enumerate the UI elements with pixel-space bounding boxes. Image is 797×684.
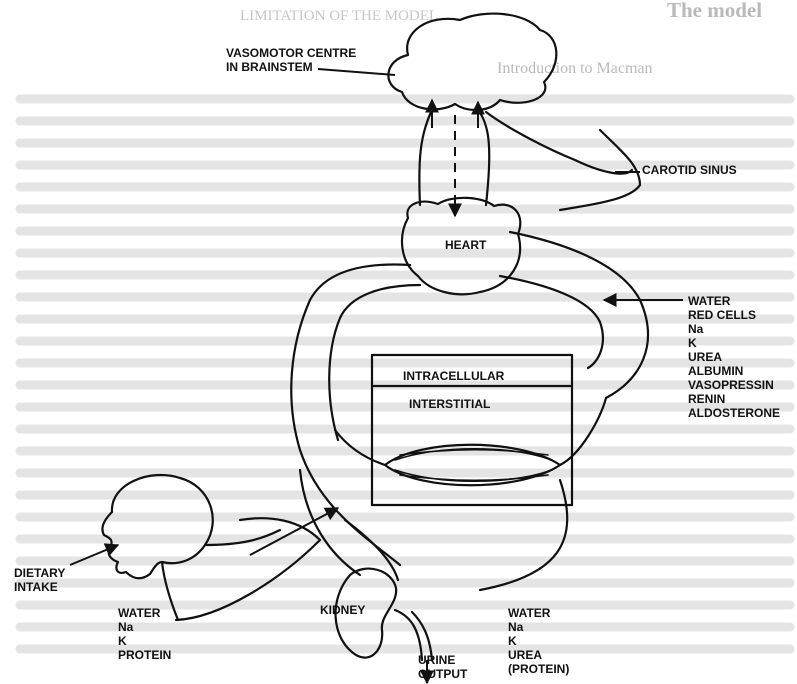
output-item: (PROTEIN) bbox=[508, 662, 569, 676]
label-interstitial: INTERSTITIAL bbox=[409, 397, 490, 411]
brain-vessel-right bbox=[478, 110, 489, 205]
person-head bbox=[102, 475, 212, 620]
input-item: VASOPRESSIN bbox=[688, 378, 780, 392]
output-item: UREA bbox=[508, 648, 569, 662]
input-item: ALBUMIN bbox=[688, 364, 780, 378]
input-item: UREA bbox=[688, 350, 780, 364]
circulation-outer-right bbox=[510, 232, 648, 398]
output-item: K bbox=[508, 634, 569, 648]
label-inputs-list: WATER RED CELLS Na K UREA ALBUMIN VASOPR… bbox=[688, 294, 780, 420]
brain-shape bbox=[388, 14, 556, 110]
intake-item: PROTEIN bbox=[118, 648, 171, 662]
circulation-outer-left bbox=[291, 264, 410, 565]
label-output-items: WATER Na K UREA (PROTEIN) bbox=[508, 606, 569, 676]
label-dietary-intake: DIETARY INTAKE bbox=[14, 566, 65, 594]
label-carotid-sinus: CAROTID SINUS bbox=[642, 163, 737, 177]
output-item: WATER bbox=[508, 606, 569, 620]
input-item: ALDOSTERONE bbox=[688, 406, 780, 420]
intake-item: Na bbox=[118, 620, 171, 634]
input-item: Na bbox=[688, 322, 780, 336]
input-item: K bbox=[688, 336, 780, 350]
capillary-bundle bbox=[385, 445, 560, 486]
input-item: WATER bbox=[688, 294, 780, 308]
label-heart: HEART bbox=[445, 238, 486, 252]
label-intracellular: INTRACELLULAR bbox=[403, 369, 504, 383]
arrow-dietary bbox=[70, 545, 118, 565]
renal-vessel-c bbox=[480, 480, 567, 590]
intake-item: WATER bbox=[118, 606, 171, 620]
label-vasomotor: VASOMOTOR CENTRE IN BRAINSTEM bbox=[226, 46, 356, 74]
input-item: RED CELLS bbox=[688, 308, 780, 322]
arrow-intake bbox=[250, 508, 338, 555]
circulation-inner-left bbox=[329, 285, 420, 440]
output-item: Na bbox=[508, 620, 569, 634]
input-item: RENIN bbox=[688, 392, 780, 406]
label-kidney: KIDNEY bbox=[320, 603, 365, 617]
person-neck bbox=[205, 530, 280, 545]
brain-vessel-left bbox=[419, 110, 432, 205]
label-intake-items: WATER Na K PROTEIN bbox=[118, 606, 171, 662]
label-urine-output: URINE OUTPUT bbox=[418, 653, 467, 681]
intake-item: K bbox=[118, 634, 171, 648]
carotid-loop bbox=[486, 112, 640, 210]
